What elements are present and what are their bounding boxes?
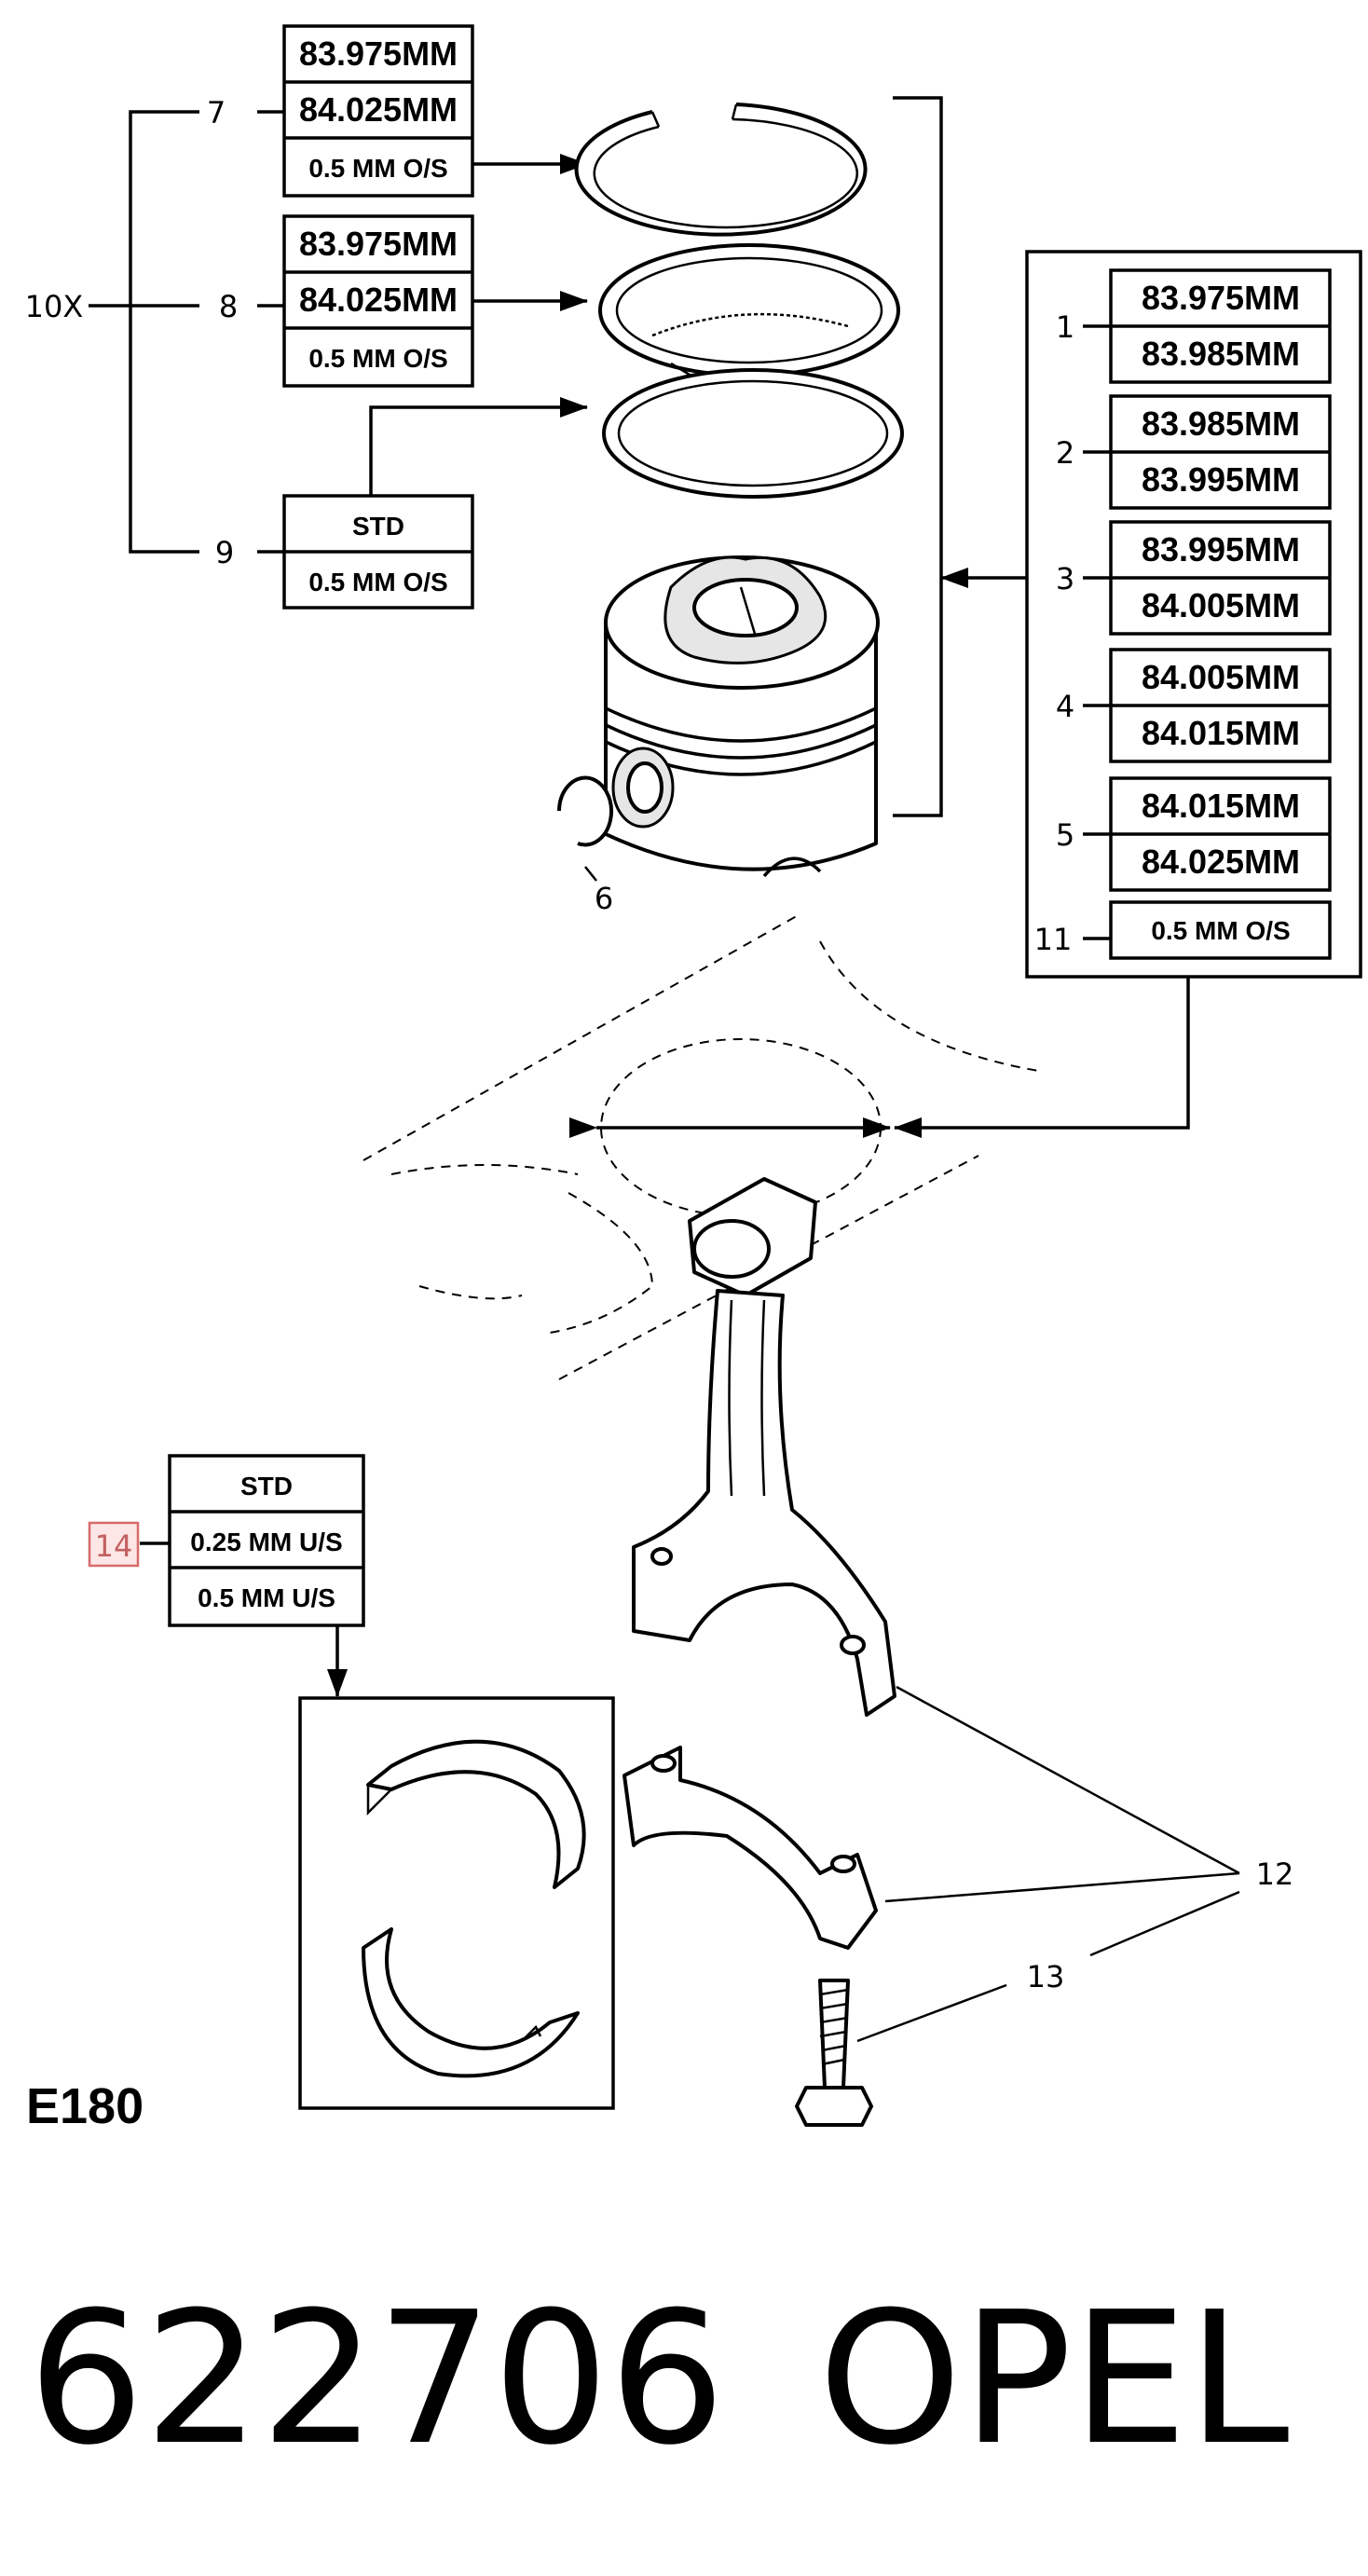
bore-grade-4-min: 84.005MM xyxy=(1142,658,1300,696)
ring-8-value-3: 0.5 MM O/S xyxy=(308,344,447,373)
ring-9-value-2: 0.5 MM O/S xyxy=(308,568,447,596)
ring-7-spec-box: 83.975MM 84.025MM 0.5 MM O/S xyxy=(282,24,474,198)
bore-grade-2: 83.985MM 83.995MM 2 xyxy=(1056,394,1332,510)
bearing-spec-box: STD 0.25 MM U/S 0.5 MM U/S xyxy=(168,1454,365,1627)
bearing-shell-upper xyxy=(366,1739,586,1889)
bore-grade-3-min: 83.995MM xyxy=(1142,530,1300,569)
callout-9: 9 xyxy=(215,535,234,570)
ring-quantity-bracket xyxy=(89,110,284,554)
ring-7-value-1: 83.975MM xyxy=(299,34,458,73)
ring-9-spec-box: STD 0.5 MM O/S xyxy=(282,494,474,610)
quantity-label: 10X xyxy=(25,289,84,324)
callout-13-leader xyxy=(856,1890,1240,2043)
bore-grade-1-max: 83.985MM xyxy=(1142,335,1300,373)
callout-14-highlight xyxy=(88,1521,140,1568)
callout-12-leader-cap xyxy=(884,1871,1240,1903)
ring-9-arrow xyxy=(369,397,588,496)
callout-2: 2 xyxy=(1056,435,1074,471)
callout-12-leader-rod xyxy=(896,1685,1240,1875)
callout-5: 5 xyxy=(1056,817,1074,853)
engine-code: E180 xyxy=(26,2078,144,2134)
ring-8-spec-box: 83.975MM 84.025MM 0.5 MM O/S xyxy=(282,214,474,388)
callout-13: 13 xyxy=(1027,1959,1065,1994)
piston-ring-7 xyxy=(574,103,868,237)
part-number: 622706 xyxy=(28,2273,725,2486)
callout-8: 8 xyxy=(219,289,238,324)
bore-grade-11: 0.5 MM O/S 11 xyxy=(1034,900,1332,960)
bore-table-leader xyxy=(894,977,1190,1138)
bore-grade-3-max: 84.005MM xyxy=(1142,586,1300,624)
bore-grade-3: 83.995MM 84.005MM 3 xyxy=(1056,520,1332,636)
bore-grade-4: 84.005MM 84.015MM 4 xyxy=(1056,648,1332,763)
bore-grade-2-min: 83.985MM xyxy=(1142,404,1300,443)
circlip xyxy=(557,775,613,847)
callout-12: 12 xyxy=(1256,1857,1294,1892)
bore-grade-2-max: 83.995MM xyxy=(1142,460,1300,499)
conrod-bolt xyxy=(795,1979,873,2127)
piston xyxy=(604,555,880,878)
callout-11: 11 xyxy=(1034,922,1073,957)
bearing-shell-lower xyxy=(362,1927,580,2078)
bore-grade-1: 83.975MM 83.985MM 1 xyxy=(1056,268,1332,384)
ring-7-value-3: 0.5 MM O/S xyxy=(308,154,447,183)
piston-ring-8 xyxy=(598,243,900,377)
bearing-value-2: 0.25 MM U/S xyxy=(190,1528,342,1556)
callout-3: 3 xyxy=(1056,561,1074,596)
cylinder-block-outline xyxy=(363,912,1045,1380)
callout-1: 1 xyxy=(1056,309,1074,345)
ring-8-value-2: 84.025MM xyxy=(299,281,458,319)
brand-name: OPEL xyxy=(818,2273,1290,2486)
ring-7-value-2: 84.025MM xyxy=(299,90,458,129)
ring-8-value-1: 83.975MM xyxy=(299,225,458,263)
bore-grade-4-max: 84.015MM xyxy=(1142,714,1300,752)
callout-7: 7 xyxy=(207,95,226,130)
callout-14: 14 xyxy=(95,1528,133,1564)
callout-4: 4 xyxy=(1056,689,1074,724)
piston-group-bracket xyxy=(893,96,943,817)
callout-6: 6 xyxy=(595,881,613,916)
callout-6-leader xyxy=(584,866,597,882)
bore-grade-5: 84.015MM 84.025MM 5 xyxy=(1056,776,1332,892)
piston-ring-9 xyxy=(602,368,904,499)
connecting-rod xyxy=(632,1177,896,1717)
bore-grade-5-min: 84.015MM xyxy=(1142,787,1300,825)
bearing-value-1: STD xyxy=(240,1472,293,1500)
bore-grade-5-max: 84.025MM xyxy=(1142,843,1300,881)
bearing-value-3: 0.5 MM U/S xyxy=(198,1583,335,1612)
bore-grade-1-min: 83.975MM xyxy=(1142,279,1300,317)
ring-9-value-1: STD xyxy=(352,512,404,541)
connecting-rod-cap xyxy=(622,1746,878,1950)
bore-grade-11-value: 0.5 MM O/S xyxy=(1151,916,1290,945)
